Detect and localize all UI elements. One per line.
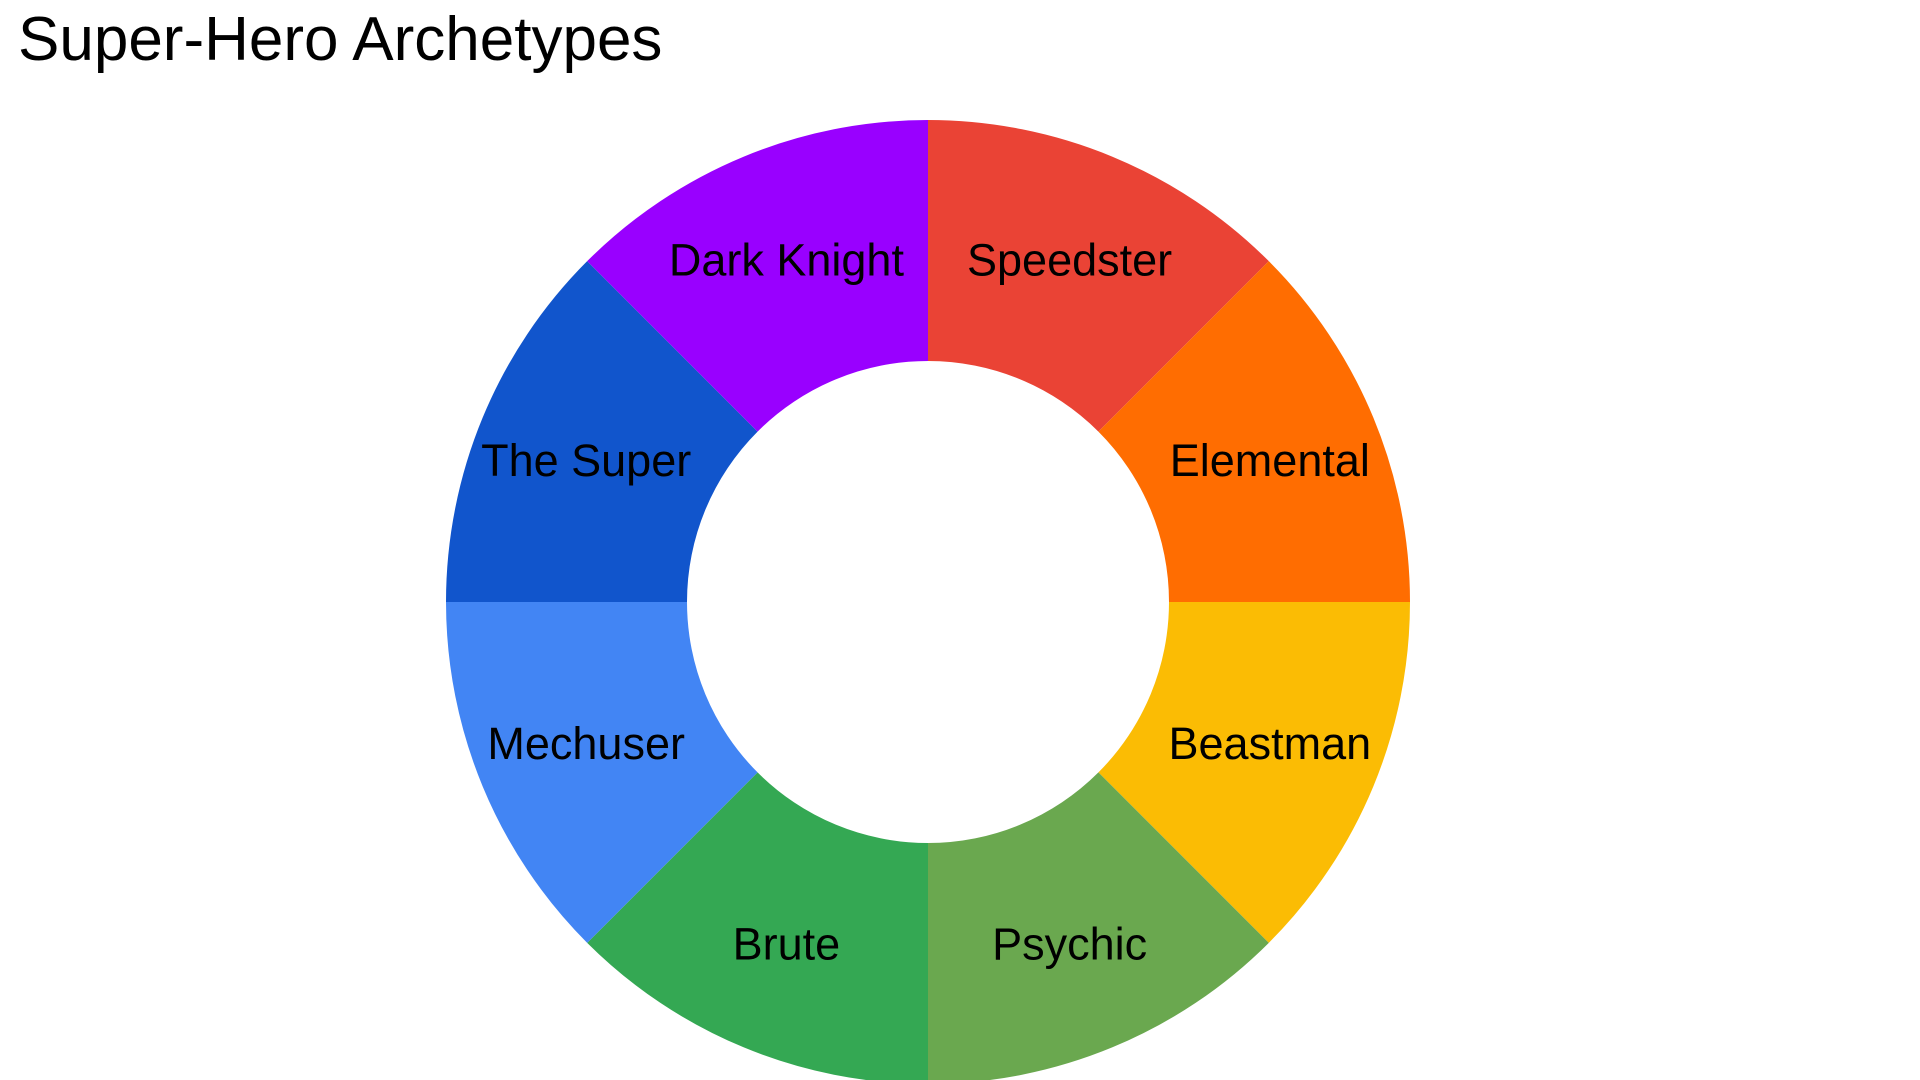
slices-layer — [446, 120, 1410, 1080]
slice-mechuser — [446, 602, 758, 943]
slice-the-super — [446, 261, 758, 602]
slice-dark-knight — [587, 120, 928, 432]
slice-beastman — [1098, 602, 1410, 943]
slice-label: Mechuser — [487, 718, 685, 769]
slice-brute — [587, 772, 928, 1080]
slice-speedster — [928, 120, 1269, 432]
slice-label: Beastman — [1169, 718, 1372, 769]
slice-elemental — [1098, 261, 1410, 602]
chart-title: Super-Hero Archetypes — [18, 5, 663, 74]
slice-psychic — [928, 772, 1269, 1080]
slice-label: Speedster — [967, 235, 1172, 286]
slice-label: Psychic — [992, 918, 1147, 969]
slice-label: Dark Knight — [669, 235, 905, 286]
slice-label: Elemental — [1170, 435, 1370, 486]
slice-label: The Super — [481, 435, 691, 486]
slice-label: Brute — [733, 918, 841, 969]
